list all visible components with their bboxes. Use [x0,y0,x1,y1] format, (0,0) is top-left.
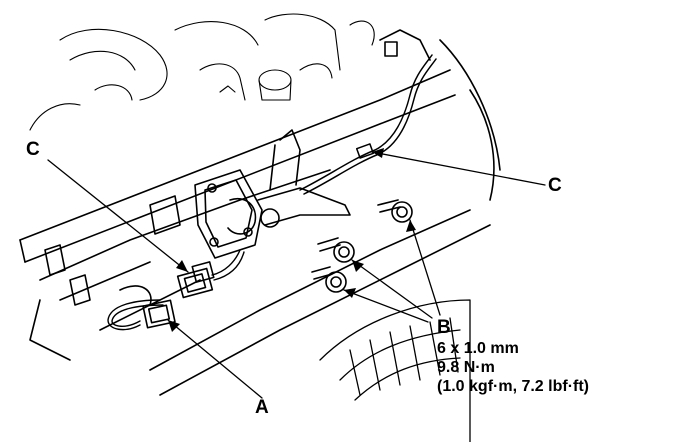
leader-b-upper [409,219,441,316]
leader-lines [47,151,546,399]
connector-c [176,261,215,299]
callout-a: A [255,397,269,418]
leader-b-lower [343,289,429,323]
hood-latch-assembly [194,129,351,259]
connector-a [142,299,176,329]
bolt-size: 6 x 1.0 mm [437,340,519,357]
bolt-middle [317,237,355,263]
torque-spec: 6 x 1.0 mm 9.8 N·m (1.0 kgf·m, 7.2 lbf·f… [437,339,589,396]
callout-c-right: C [548,175,562,196]
leader-c-right [371,151,546,186]
callout-c-left: C [26,139,40,160]
radiator-support [19,29,501,396]
bolt-lower [311,266,347,293]
engine-bay-background [29,13,375,131]
bolt-upper [377,199,413,223]
mounting-bolts-b [311,199,413,293]
torque-alt-units: (1.0 kgf·m, 7.2 lbf·ft) [437,378,590,395]
callout-b: B [437,317,451,338]
torque-value: 9.8 N·m [437,359,495,376]
hood-release-cable [299,54,437,195]
leader-c-left [47,159,189,273]
wire-harness [107,249,245,331]
fender-arch [319,299,471,442]
leader-a [167,319,263,399]
leader-b-middle [351,259,433,319]
